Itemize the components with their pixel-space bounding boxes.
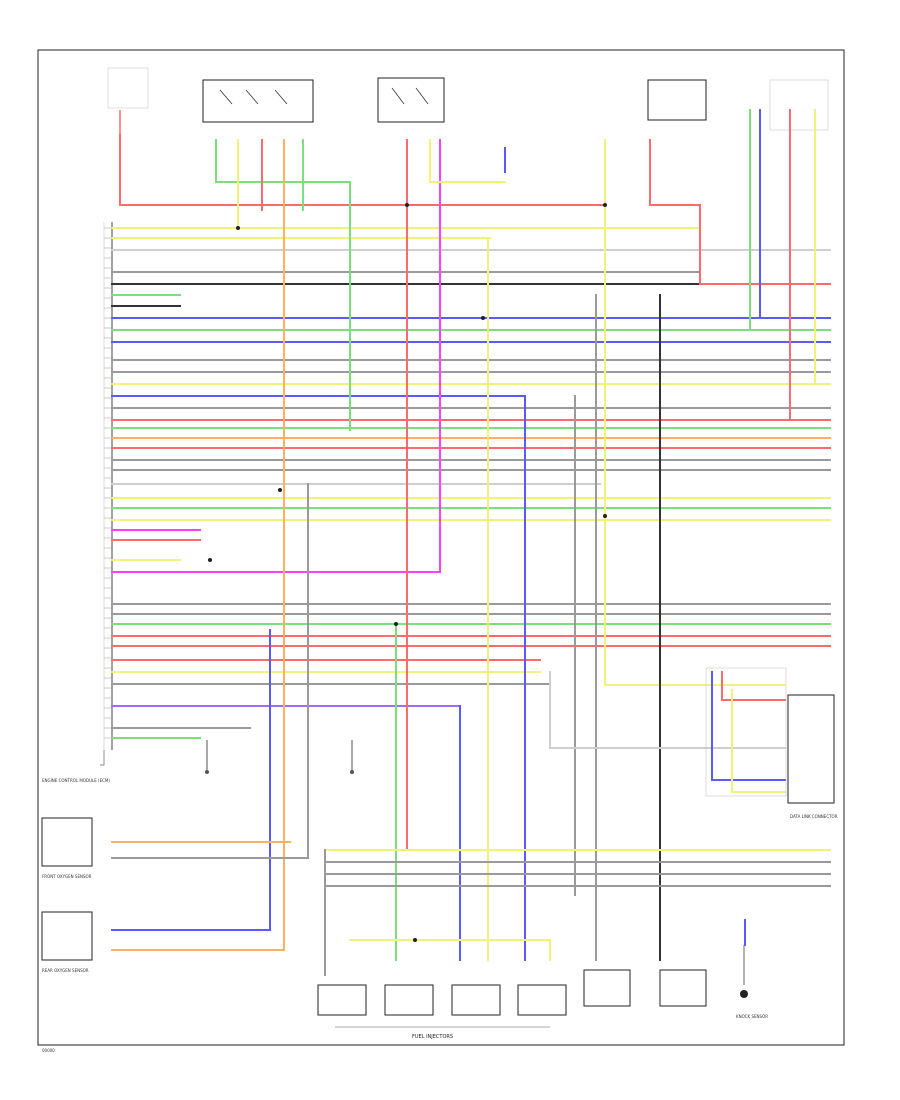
splice-dot [236,226,240,230]
bottom-label: FUEL INJECTORS [412,1034,453,1040]
top-component-switch [377,77,445,123]
rear-oxygen-sensor-box [41,911,93,961]
fuel-injectors: FUEL INJECTORS [317,984,567,1040]
injector-1 [317,984,367,1016]
speed-sensor-2 [659,969,707,1007]
ground-symbol-2 [350,740,354,774]
top-component-relay [202,79,314,123]
label-dlc: DATA LINK CONNECTOR [790,814,838,819]
injector-3 [451,984,501,1016]
right-module-inner [705,667,787,797]
harness-run-36 [349,939,551,961]
ground-symbol-1 [205,740,209,774]
harness-run-27 [731,689,786,793]
splice-dot [413,938,417,942]
speed-sensor-1 [583,969,631,1007]
injector-4 [517,984,567,1016]
harness-run-5 [111,139,285,951]
label-rear-o2: REAR OXYGEN SENSOR [42,968,89,973]
harness-run-16 [649,139,831,285]
harness-run-26 [721,671,786,701]
label-ecm: ENGINE CONTROL MODULE (ECM) [42,778,110,783]
harness-run-24 [549,671,786,749]
harness-run-9 [429,139,506,183]
front-oxygen-sensor-box [41,817,93,867]
injector-2 [384,984,434,1016]
splice-dot [394,622,398,626]
footer-code: 00000 [42,1048,55,1053]
label-knock: KNOCK SENSOR [736,1014,768,1019]
splice-dot [603,514,607,518]
ecm-connector [100,222,113,766]
splice-dot [278,488,282,492]
splice-dot [603,203,607,207]
splice-dot [481,316,485,320]
label-front-o2: FRONT OXYGEN SENSOR [42,874,92,879]
harness-run-28 [111,629,271,931]
harness-run-25 [711,671,786,781]
diagram-frame [37,49,845,1046]
harness-run-1 [119,134,606,206]
wire-harness [111,109,831,976]
splice-dot [405,203,409,207]
splice-dot [208,558,212,562]
top-component-sensor-right [647,79,829,131]
right-module-box [787,694,835,804]
harness-run-11 [604,139,786,686]
harness-run-30 [111,483,309,859]
connector-pins [104,203,607,942]
top-component-fuse [107,67,149,135]
knock-sensor [740,945,748,998]
